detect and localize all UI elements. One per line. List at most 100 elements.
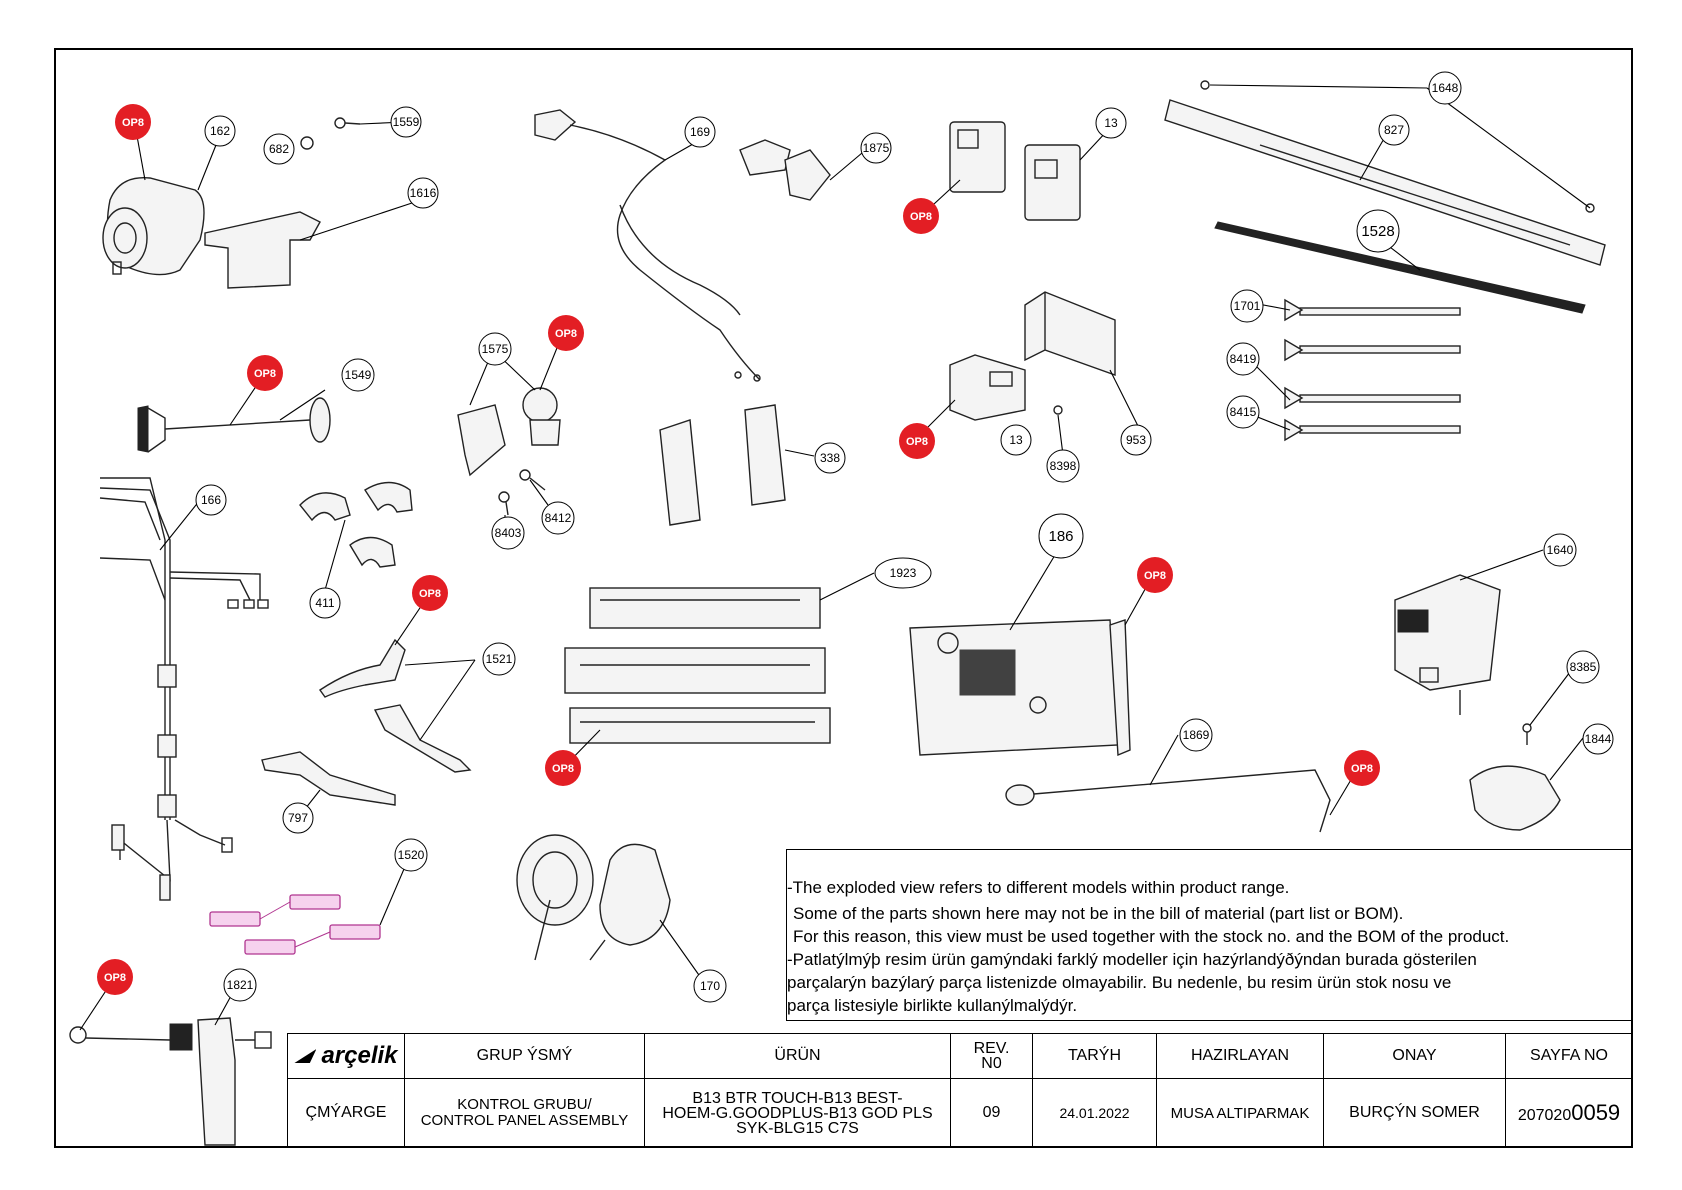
svg-text:797: 797 bbox=[288, 811, 308, 825]
svg-text:8403: 8403 bbox=[495, 526, 522, 540]
thermistor-part bbox=[137, 397, 331, 453]
callout-13-a: 13 bbox=[1095, 107, 1127, 139]
lever-parts bbox=[319, 638, 472, 773]
svg-text:1528: 1528 bbox=[1361, 223, 1394, 240]
svg-text:1640: 1640 bbox=[1547, 543, 1574, 557]
callout-1559: 1559 bbox=[390, 106, 422, 138]
svg-text:OP8: OP8 bbox=[1144, 570, 1166, 582]
svg-text:8419: 8419 bbox=[1230, 352, 1257, 366]
cable-tie-parts bbox=[1284, 298, 1461, 442]
note-line-1: -The exploded view refers to different m… bbox=[787, 878, 1290, 897]
svg-text:1520: 1520 bbox=[398, 848, 425, 862]
note-line-2: Some of the parts shown here may not be … bbox=[793, 904, 1404, 923]
sensor-bracket-part bbox=[457, 387, 561, 477]
clamp-parts bbox=[299, 481, 413, 568]
callout-1640: 1640 bbox=[1543, 533, 1577, 567]
callout-1549: 1549 bbox=[341, 358, 375, 392]
urun-header: ÜRÜN bbox=[644, 1033, 951, 1079]
svg-text:8398: 8398 bbox=[1050, 459, 1077, 473]
callout-1875: 1875 bbox=[860, 132, 892, 164]
svg-text:OP8: OP8 bbox=[552, 763, 574, 775]
svg-text:1559: 1559 bbox=[393, 115, 420, 129]
callout-1701: 1701 bbox=[1230, 289, 1264, 323]
hazirlayan-header: HAZIRLAYAN bbox=[1156, 1033, 1324, 1079]
svg-text:13: 13 bbox=[1009, 433, 1023, 447]
arcelik-logo-icon bbox=[294, 1049, 317, 1063]
part-drawings bbox=[69, 80, 1606, 1146]
svg-text:1923: 1923 bbox=[890, 566, 917, 580]
op8-badge: OP8 bbox=[548, 315, 584, 351]
door-lock-part-2 bbox=[949, 354, 1063, 421]
title-block: arçelik GRUP ÝSMÝ ÜRÜN REV.N0 TARÝH HAZI… bbox=[287, 1033, 1633, 1148]
callout-682: 682 bbox=[263, 133, 295, 165]
bracket-part bbox=[204, 211, 321, 289]
svg-text:OP8: OP8 bbox=[104, 972, 126, 984]
svg-text:1521: 1521 bbox=[486, 652, 513, 666]
op8-badge: OP8 bbox=[899, 423, 935, 459]
op8-badge: OP8 bbox=[1344, 750, 1380, 786]
svg-text:411: 411 bbox=[315, 596, 334, 610]
svg-text:1575: 1575 bbox=[482, 342, 509, 356]
callout-1821: 1821 bbox=[223, 968, 257, 1002]
callout-338: 338 bbox=[814, 442, 846, 474]
brand-name: arçelik bbox=[321, 1042, 398, 1069]
grup-header: GRUP ÝSMÝ bbox=[404, 1033, 645, 1079]
door-lock-part bbox=[949, 121, 1081, 221]
note-line-4: -Patlatýlmýþ resim ürün gamýndaki farklý… bbox=[787, 950, 1477, 969]
callout-827: 827 bbox=[1378, 114, 1410, 146]
svg-text:OP8: OP8 bbox=[254, 368, 276, 380]
op8-badge: OP8 bbox=[115, 104, 151, 140]
category-value: ÇMÝARGE bbox=[287, 1078, 405, 1148]
callout-13-b: 13 bbox=[1000, 424, 1032, 456]
tarih-value: 24.01.2022 bbox=[1032, 1078, 1157, 1148]
svg-text:OP8: OP8 bbox=[1351, 763, 1373, 775]
callout-1520: 1520 bbox=[394, 838, 428, 872]
op8-badge: OP8 bbox=[97, 959, 133, 995]
callout-953: 953 bbox=[1120, 424, 1152, 456]
svg-text:1844: 1844 bbox=[1585, 732, 1612, 746]
callout-1528: 1528 bbox=[1356, 209, 1400, 253]
callout-162: 162 bbox=[204, 115, 236, 147]
svg-text:13: 13 bbox=[1104, 116, 1118, 130]
svg-text:186: 186 bbox=[1048, 528, 1073, 545]
screw-part bbox=[334, 117, 361, 129]
callout-8412: 8412 bbox=[541, 501, 575, 535]
svg-text:OP8: OP8 bbox=[910, 211, 932, 223]
svg-text:1616: 1616 bbox=[410, 186, 437, 200]
part-callouts: 162 682 1559 1616 169 1875 13 1648 827 1… bbox=[195, 71, 1614, 1003]
svg-text:1875: 1875 bbox=[863, 141, 890, 155]
latch-part bbox=[261, 751, 396, 806]
svg-text:338: 338 bbox=[820, 451, 840, 465]
sayfa-value: 2070200059 bbox=[1505, 1078, 1633, 1148]
op8-badge: OP8 bbox=[903, 198, 939, 234]
callout-169: 169 bbox=[684, 116, 716, 148]
urun-value: B13 BTR TOUCH-B13 BEST-HOEM-G.GOODPLUS-B… bbox=[644, 1078, 951, 1148]
screw-parts-2 bbox=[498, 469, 546, 516]
callout-166: 166 bbox=[195, 484, 227, 516]
callout-411: 411 bbox=[309, 587, 341, 619]
callout-1648: 1648 bbox=[1428, 71, 1462, 105]
brand-logo: arçelik bbox=[287, 1033, 405, 1079]
sensor-wire-part bbox=[69, 1017, 272, 1146]
onay-header: ONAY bbox=[1323, 1033, 1506, 1079]
callout-186: 186 bbox=[1038, 513, 1084, 559]
svg-text:953: 953 bbox=[1126, 433, 1146, 447]
svg-text:1821: 1821 bbox=[227, 978, 254, 992]
svg-text:OP8: OP8 bbox=[555, 328, 577, 340]
nut-part bbox=[300, 136, 314, 150]
pressure-switch-part bbox=[516, 834, 671, 961]
callout-170: 170 bbox=[693, 969, 727, 1003]
svg-text:OP8: OP8 bbox=[122, 117, 144, 129]
svg-text:8415: 8415 bbox=[1230, 405, 1257, 419]
op8-badge: OP8 bbox=[1137, 557, 1173, 593]
callout-1575: 1575 bbox=[478, 332, 512, 366]
callout-8403: 8403 bbox=[491, 516, 525, 550]
op8-badge: OP8 bbox=[412, 575, 448, 611]
svg-text:1549: 1549 bbox=[345, 368, 372, 382]
svg-text:OP8: OP8 bbox=[419, 588, 441, 600]
callout-1844: 1844 bbox=[1582, 723, 1614, 755]
svg-text:827: 827 bbox=[1384, 123, 1404, 137]
svg-text:169: 169 bbox=[690, 125, 710, 139]
hazirlayan-value: MUSA ALTIPARMAK bbox=[1156, 1078, 1324, 1148]
